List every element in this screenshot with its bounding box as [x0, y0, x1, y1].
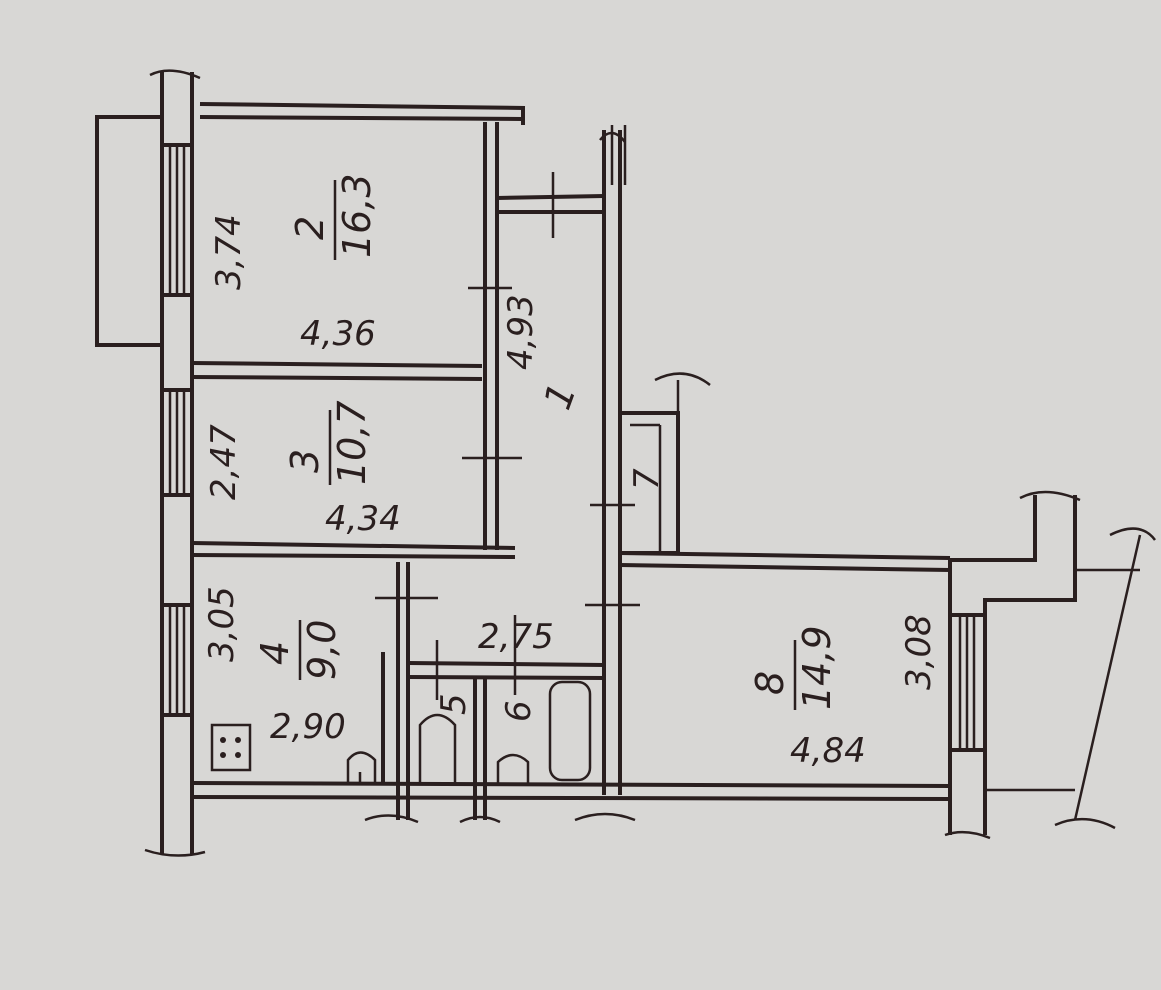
corridor-number: 1 [535, 377, 585, 415]
room-4-number: 4 [253, 641, 297, 665]
toilet-icon [418, 713, 457, 783]
right-exterior-wall [944, 490, 1156, 840]
room-4-area: 9,0 [300, 620, 344, 680]
sink-icon [346, 751, 377, 783]
room-8-area: 14,9 [795, 625, 839, 710]
room-2-area: 16,3 [335, 173, 379, 258]
corridor-length: 4,93 [501, 294, 541, 370]
closet-7-walls [618, 372, 711, 555]
room-4-depth: 3,05 [202, 586, 242, 662]
bath-width: 2,75 [478, 617, 554, 657]
room-2-width: 4,36 [300, 314, 376, 354]
room-3-depth: 2,47 [204, 424, 244, 500]
room-8-number: 8 [748, 671, 792, 695]
room-3-label: 3 10,7 [283, 400, 374, 485]
room-7-number: 7 [627, 468, 667, 490]
room-8-label: 8 14,9 [748, 625, 839, 710]
room-8-depth: 3,08 [899, 614, 939, 690]
left-exterior-wall [144, 69, 206, 857]
room-5-number: 5 [434, 693, 474, 715]
room-6-number: 6 [499, 700, 539, 722]
room-8-width: 4,84 [790, 731, 866, 771]
room-4-width: 2,90 [270, 707, 346, 747]
top-wall [199, 102, 526, 125]
room-3-number: 3 [283, 449, 327, 473]
bathtub-icon [548, 680, 592, 782]
stove-icon [210, 723, 252, 772]
room-3-width: 4,34 [325, 499, 401, 539]
interior-walls [191, 122, 951, 824]
room-3-area: 10,7 [330, 400, 374, 485]
room-2-depth: 3,74 [209, 214, 249, 290]
room-4-label: 4 9,0 [253, 620, 344, 680]
bath-sink-icon [496, 753, 530, 783]
room-2-label: 2 16,3 [288, 173, 379, 260]
room-2-number: 2 [288, 216, 332, 240]
balcony [95, 115, 164, 347]
